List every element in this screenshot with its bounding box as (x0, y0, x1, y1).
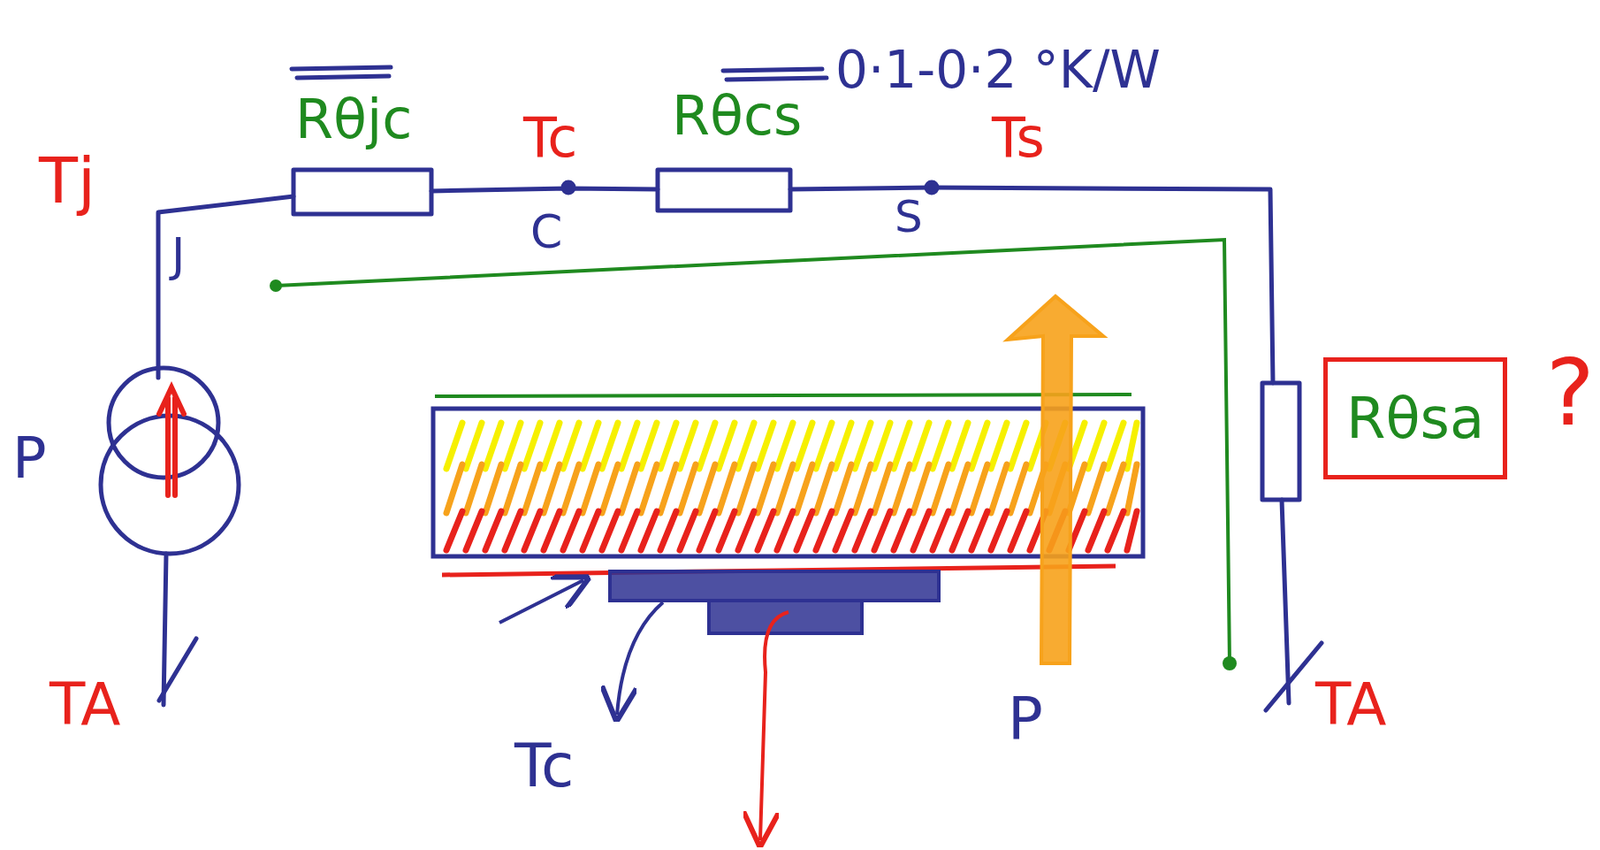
resistor-symbol (293, 169, 432, 214)
node-letter: S (894, 194, 923, 239)
power-label: P (1007, 689, 1044, 748)
resistance-label: Rθsa (1346, 389, 1485, 447)
node-letter: C (530, 208, 563, 255)
temperature-label: TA (49, 675, 121, 734)
temperature-label: Tc (523, 110, 578, 166)
ground-tick (159, 638, 197, 701)
power-label: P (12, 429, 47, 487)
question-mark: ? (1546, 346, 1595, 439)
node-letter: J (171, 231, 185, 278)
resistor-symbol (657, 169, 791, 211)
unknown-resistance-box: Rθsa (1323, 357, 1508, 480)
resistance-label: Rθjc (295, 91, 412, 147)
resistance-label: Rθcs (671, 88, 802, 144)
temperature-label: Tc (514, 735, 574, 796)
heat-flow-arrow (1007, 296, 1104, 663)
temperature-label: Ts (991, 110, 1045, 166)
resistor-symbol (1262, 382, 1300, 500)
ground-tick (1265, 642, 1322, 710)
value-label: 0·1-0·2 °K/W (835, 44, 1161, 96)
temperature-label: TA (1315, 675, 1387, 734)
temperature-label: Tj (38, 148, 96, 213)
heatsink-illustration (433, 394, 1143, 633)
